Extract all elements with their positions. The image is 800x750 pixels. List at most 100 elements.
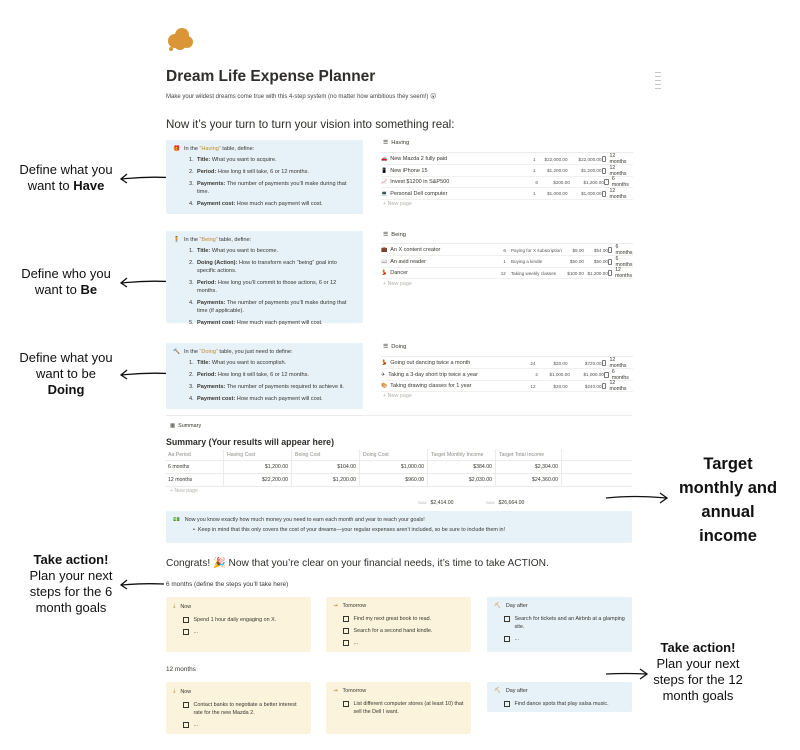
- being-row-title[interactable]: 💃Dancer: [381, 270, 498, 276]
- being-item: 2.Doing (Action): How to transform each …: [189, 259, 356, 275]
- todo-item[interactable]: Find dance spots that play salsa music.: [504, 700, 625, 708]
- summary-cell: $24,360.00: [496, 474, 562, 486]
- twelve-now-todos: Contact banks to negotiate a better inte…: [173, 701, 304, 729]
- callout-have-line2: want to: [27, 178, 74, 193]
- six-month-title: 6 months (define the steps you’ll take h…: [166, 581, 289, 588]
- six-dayafter-todos: Search for tickets and an Airbnb at a gl…: [494, 615, 625, 643]
- todo-item[interactable]: ...: [504, 635, 625, 643]
- having-row-cost: $1,000.00: [547, 191, 568, 196]
- todo-item[interactable]: List different computer stores (at least…: [343, 700, 464, 716]
- todo-item[interactable]: Search for tickets and an Airbnb at a gl…: [504, 615, 625, 631]
- being-intro-pre: In the: [183, 237, 200, 243]
- being-row-name: An X content creator: [390, 247, 441, 253]
- being-list: 1.Title: What you want to become.2.Doing…: [189, 247, 356, 327]
- person-icon: 🧍: [173, 237, 180, 243]
- having-item-desc: How long it will take, 6 or 12 months.: [216, 169, 309, 175]
- todo-item[interactable]: ...: [343, 639, 464, 647]
- doing-row-period-text: 12 months: [609, 357, 627, 369]
- being-item-desc: What you want to become.: [210, 248, 279, 254]
- list-icon: ☰: [383, 344, 389, 350]
- doing-item: 3.Payments: The number of payments requi…: [189, 383, 356, 391]
- checkbox[interactable]: [504, 616, 510, 622]
- doing-item-number: 2.: [189, 372, 194, 378]
- checkbox[interactable]: [343, 628, 349, 634]
- being-row-title[interactable]: 📖An avid reader: [381, 259, 498, 265]
- being-item-number: 3.: [189, 280, 194, 286]
- doing-new-page[interactable]: + New page: [383, 393, 412, 399]
- checkbox[interactable]: [183, 617, 189, 623]
- twelve-tomorrow-todos: List different computer stores (at least…: [333, 700, 464, 716]
- people-icon: ⛏: [494, 688, 501, 694]
- todo-item[interactable]: Contact banks to negotiate a better inte…: [183, 701, 304, 717]
- having-row-title[interactable]: 📱New iPhone 15: [381, 168, 528, 174]
- todo-item[interactable]: ...: [183, 628, 304, 636]
- todo-item[interactable]: Spend 1 hour daily engaging on X.: [183, 616, 304, 624]
- callout-action12-l1: Plan your next: [656, 656, 740, 671]
- doing-row-period-text: 6 months: [611, 368, 629, 381]
- checkbox[interactable]: [343, 640, 349, 646]
- being-item-bold: Payment cost:: [197, 320, 236, 326]
- doing-row-cost: $20.00: [553, 383, 568, 389]
- todo-text: ...: [353, 640, 359, 646]
- being-row-title[interactable]: 💼An X content creator: [381, 247, 498, 253]
- being-row-name: An avid reader: [390, 258, 427, 265]
- todo-text: Find my next great book to read.: [353, 616, 432, 622]
- having-row-title[interactable]: 💻Personal Dell computer: [381, 191, 528, 197]
- todo-text: Contact banks to negotiate a better inte…: [193, 702, 297, 716]
- outline-marks[interactable]: [655, 72, 661, 92]
- summary-header-cell: Target Total Income: [496, 449, 562, 460]
- note-bullet-text: Keep in mind that this only covers the c…: [197, 527, 506, 533]
- being-item-bold: Title:: [197, 248, 211, 254]
- checkbox[interactable]: [504, 636, 510, 642]
- twelve-dayafter-column: ⛏Day after Find dance spots that play sa…: [487, 682, 632, 712]
- doing-row-cells: 2$1,000.00$1,000.00: [530, 372, 604, 377]
- summary-header-cell: Target Monthly Income: [428, 449, 496, 460]
- summary-new-page[interactable]: + New page: [170, 488, 198, 494]
- plane-icon: ✈: [381, 371, 386, 378]
- having-db-title-text: Having: [391, 140, 410, 146]
- doing-row-total: $720.00: [584, 360, 602, 366]
- people-icon: ⛏: [494, 603, 501, 609]
- todo-item[interactable]: Find my next great book to read.: [343, 615, 464, 623]
- checkbox[interactable]: [504, 701, 510, 707]
- doing-row-title[interactable]: 🎨Taking drawing classes for 1 year: [381, 383, 528, 389]
- sum-total-label: SUM: [486, 501, 495, 505]
- having-new-page[interactable]: + New page: [383, 201, 412, 207]
- list-icon: ☰: [383, 232, 389, 238]
- summary-cell: $384.00: [428, 461, 496, 473]
- checkbox[interactable]: [343, 701, 349, 707]
- list-icon: ☰: [383, 140, 389, 146]
- doing-row-title[interactable]: 💃Going out dancing twice a month: [381, 360, 528, 366]
- being-new-page[interactable]: + New page: [383, 281, 412, 287]
- callout-action-6: Take action! Plan your next steps for th…: [14, 552, 128, 616]
- summary-row[interactable]: 6 months$1,200.00$104.00$1,000.00$384.00…: [166, 461, 632, 474]
- doing-row-title[interactable]: ✈Taking a 3-day short trip twice a year: [381, 372, 530, 378]
- todo-item[interactable]: Search for a second hand kindle.: [343, 627, 464, 635]
- checkbox[interactable]: [183, 722, 189, 728]
- having-row-title[interactable]: 📈Invest $1200 in S&P500: [381, 179, 530, 185]
- having-row-title[interactable]: 🚗New Mazda 2 fully paid: [381, 156, 528, 162]
- being-row-payments: 1: [503, 259, 506, 264]
- checkbox[interactable]: [183, 702, 189, 708]
- doing-item-desc: The number of payments required to achie…: [225, 384, 344, 390]
- checkbox[interactable]: [343, 616, 349, 622]
- checkbox[interactable]: [183, 629, 189, 635]
- todo-item[interactable]: ...: [183, 721, 304, 729]
- doing-row-name: Going out dancing twice a month: [390, 360, 471, 366]
- having-row-total: $22,000.00: [578, 156, 602, 162]
- having-item-desc: What you want to acquire.: [210, 157, 277, 163]
- callout-target: Target monthly and annual income: [662, 452, 794, 548]
- being-item-bold: Period:: [197, 280, 217, 286]
- summary-row[interactable]: 12 months$22,200.00$1,200.00$960.00$2,03…: [166, 474, 632, 487]
